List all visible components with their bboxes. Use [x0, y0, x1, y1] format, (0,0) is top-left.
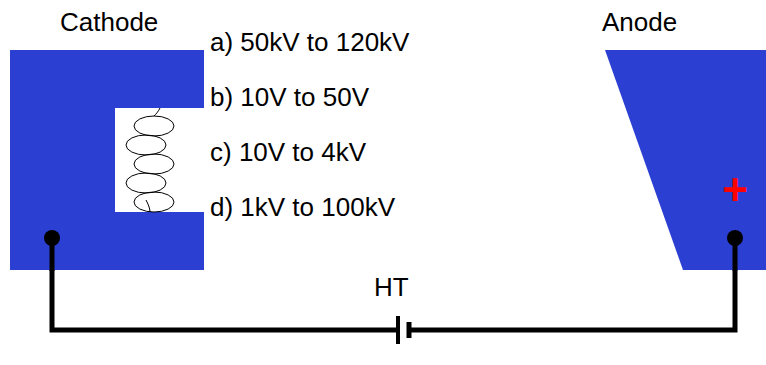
cathode-lead: [50, 238, 55, 271]
polarity-sign: +: [722, 168, 748, 212]
option-label: b) 10V to 50V: [210, 82, 369, 112]
coil-turn: [134, 116, 174, 136]
filament-coil: [126, 108, 174, 212]
coil-turn: [134, 192, 174, 212]
cathode-block: Cathode: [10, 50, 204, 270]
anode-block: Anode+: [605, 50, 766, 270]
battery-plate: [407, 322, 412, 338]
terminal-dot: [727, 230, 743, 246]
option-label: a) 50kV to 120kV: [210, 27, 409, 57]
terminal-dot: [44, 230, 60, 246]
battery-plate: [396, 316, 400, 344]
part-name: Anode: [602, 7, 677, 37]
shape-outline: [10, 50, 204, 270]
part-name: Cathode: [60, 7, 158, 37]
coil-turn: [134, 154, 174, 174]
coil-turn: [126, 135, 166, 155]
coil-lead: [146, 108, 160, 212]
shape-fill: [10, 50, 204, 270]
shape-outline: [605, 50, 766, 270]
option-label: d) 1kV to 100kV: [210, 192, 395, 222]
battery-gap: [400, 318, 407, 342]
shape-fill: [605, 50, 766, 270]
wire: [52, 270, 735, 330]
coil-turn: [126, 173, 166, 193]
option-label: c) 10V to 4kV: [210, 137, 366, 167]
anode-lead: [733, 238, 738, 271]
supply-label: HT: [374, 272, 409, 302]
